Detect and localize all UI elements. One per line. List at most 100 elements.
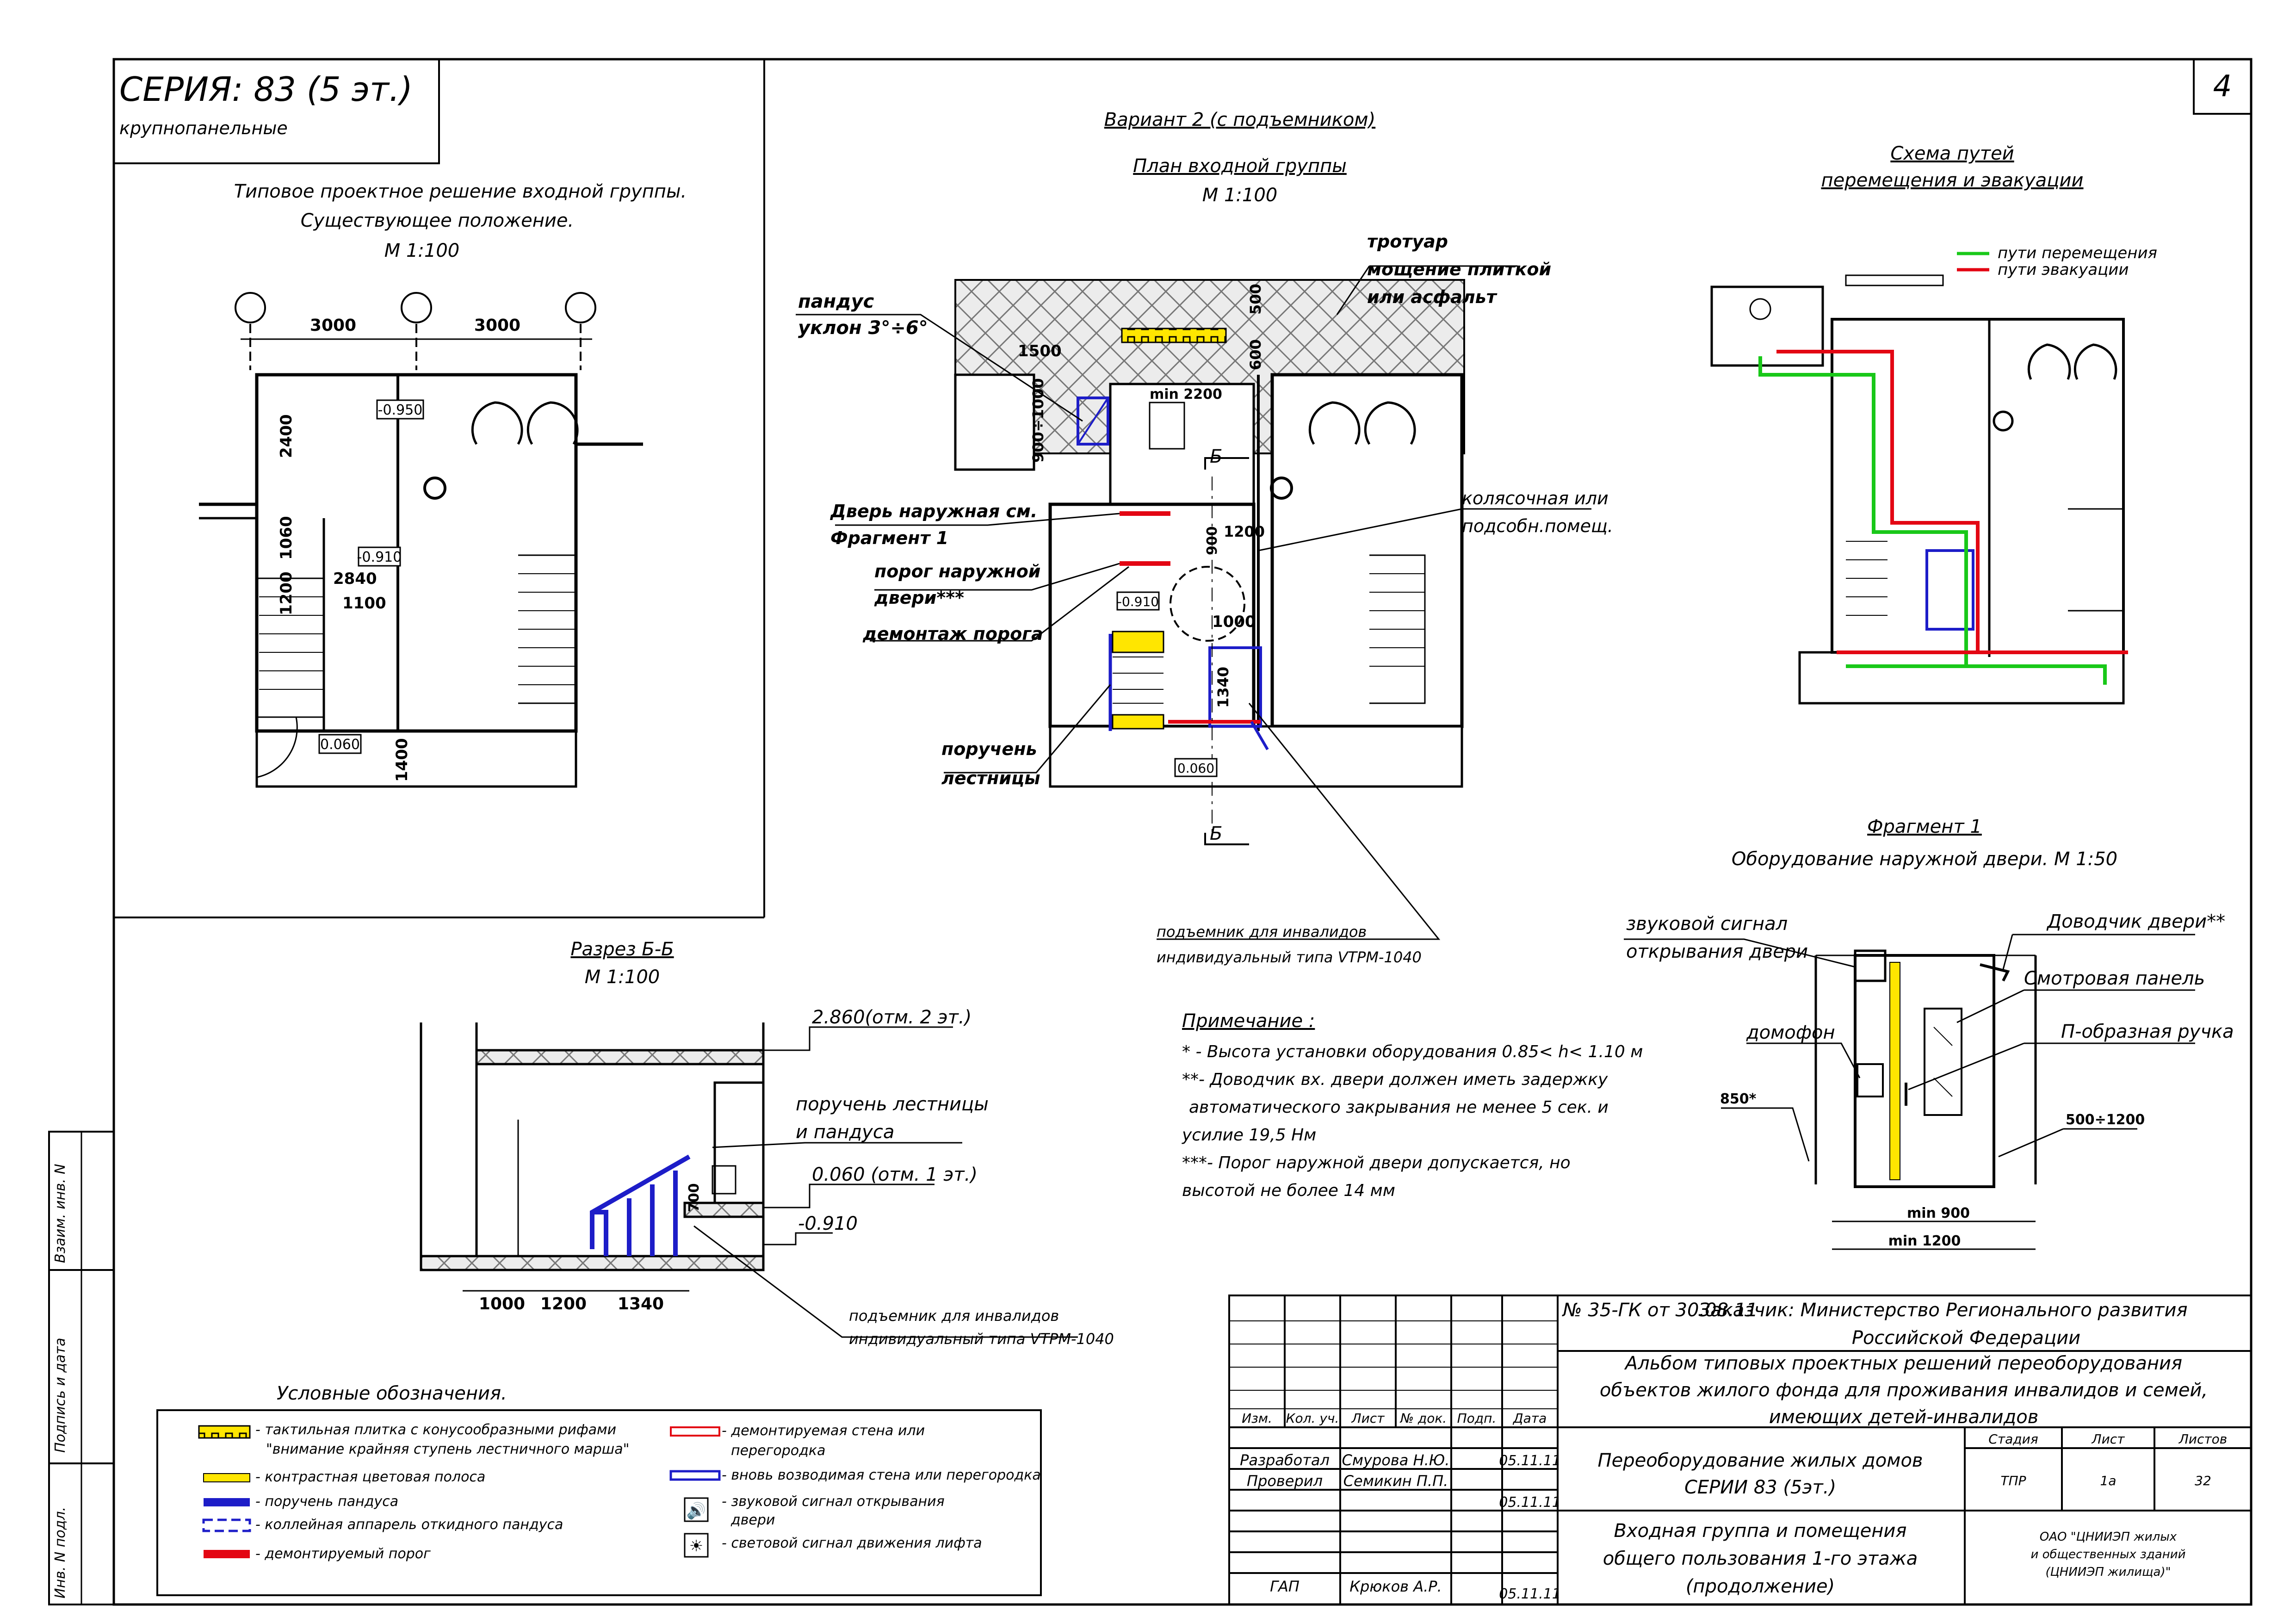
stamp-interchange: Взаим. инв. N: [52, 1164, 68, 1263]
fragment-h500: 500÷1200: [2066, 1112, 2145, 1128]
tb-album-3: имеющих детей-инвалидов: [1769, 1406, 2039, 1428]
legend-item-4: - поручень пандуса: [255, 1493, 398, 1510]
notes-heading: Примечание :: [1182, 1010, 1315, 1032]
bulb-icon: ☀: [689, 1537, 703, 1555]
stamp-signature: Подпись и дата: [52, 1338, 68, 1453]
legend-threshold-swatch: [204, 1550, 250, 1558]
section-rail-1: поручень лестницы: [796, 1094, 989, 1115]
ramp: [1077, 396, 1109, 446]
lift-platform: [1208, 646, 1262, 728]
section-rail-2: и пандуса: [796, 1121, 894, 1143]
existing-plan: Типовое проектное решение входной группы…: [199, 181, 687, 788]
existing-dim-h1: 2840: [333, 570, 377, 588]
paths-title-2: перемещения и эвакуации: [1821, 170, 2083, 191]
side-stamps: Взаим. инв. N Подпись и дата Инв. N подл…: [52, 1164, 68, 1598]
section-bb: Разрез Б-Б М 1:100 2.860(отм. 2: [420, 939, 1114, 1348]
paths-title-1: Схема путей: [1890, 143, 2014, 164]
legend: Условные обозначения. 🔊 ☀ - тактильная п…: [156, 1383, 1042, 1596]
section-lift-2: индивидуальный типа VTPM-1040: [849, 1330, 1114, 1348]
legend-item-5: - коллейная аппарель откидного пандуса: [255, 1517, 563, 1533]
legend-move-label: пути перемещения: [1998, 244, 2157, 262]
fragment-panel: Смотровая панель: [2024, 968, 2205, 989]
tactile-strip: [1121, 328, 1227, 343]
legend-contrast-swatch: [203, 1473, 250, 1482]
legend-item-12: - световой сигнал движения лифта: [722, 1535, 982, 1551]
ramp-railing: [590, 1154, 691, 1256]
lift-label-1: подъемник для инвалидов: [1157, 923, 1367, 941]
fragment-min900: min 900: [1907, 1205, 1970, 1221]
speaker-icon: 🔊: [687, 1501, 706, 1520]
tb-stage: ТПР: [2000, 1473, 2026, 1488]
tb-album-1: Альбом типовых проектных решений переобо…: [1624, 1353, 2182, 1374]
stair-rail-label-1: поручень: [941, 739, 1037, 759]
tb-org-3: (ЦНИИЭП жилища)": [2045, 1565, 2171, 1579]
variant2-scale: М 1:100: [1202, 185, 1278, 206]
tb-header-date: Дата: [1512, 1411, 1547, 1426]
tb-row3-date: 05.11.11: [1499, 1586, 1561, 1602]
stair-rail-label-2: лестницы: [941, 768, 1040, 788]
v2-dim-1500: 1500: [1018, 342, 1062, 360]
sheet-frame: [48, 58, 2253, 1606]
tb-header-doc: № док.: [1399, 1411, 1447, 1426]
tb-drawing-3: (продолжение): [1686, 1576, 1835, 1597]
fragment-min1200: min 1200: [1888, 1233, 1961, 1249]
tb-drawing-2: общего пользования 1-го этажа: [1603, 1548, 1918, 1569]
legend-title: Условные обозначения.: [277, 1383, 507, 1404]
note-1: * - Высота установки оборудования 0.85< …: [1182, 1042, 1643, 1061]
title-block: № 35-ГК от 30.08.11 Заказчик: Министерст…: [1228, 1295, 2252, 1605]
v2-dim-1340: 1340: [1214, 667, 1232, 708]
v2-dim-1000: 1000: [1212, 613, 1256, 631]
fragment-1: Фрагмент 1 Оборудование наружной двери. …: [1624, 816, 2234, 1250]
legend-item-3: - контрастная цветовая полоса: [255, 1469, 485, 1485]
note-2c: усилие 19,5 Нм: [1182, 1126, 1316, 1145]
variant2-title: Вариант 2 (с подъемником): [1104, 109, 1375, 130]
ramp-label-1: пандус: [798, 291, 874, 312]
section-mark-top: Б: [1210, 446, 1222, 467]
variant2-plan: Вариант 2 (с подъемником) План входной г…: [796, 109, 1613, 966]
section-dim-700: 700: [686, 1183, 702, 1212]
tb-contract: № 35-ГК от 30.08.11: [1562, 1300, 1758, 1321]
sidewalk-label-3: или асфальт: [1367, 287, 1498, 307]
note-3a: ***- Порог наружной двери допускается, н…: [1182, 1153, 1571, 1172]
tb-row3-name: Крюков А.Р.: [1349, 1578, 1442, 1595]
tb-header-izm: Изм.: [1242, 1411, 1272, 1426]
tb-header-kol: Кол. уч.: [1286, 1411, 1339, 1426]
tb-row2-date: 05.11.11: [1499, 1494, 1561, 1511]
section-dim-1: 1000: [479, 1295, 525, 1313]
sheet-number: 4: [2213, 69, 2232, 104]
tb-row3-role: ГАП: [1270, 1578, 1300, 1595]
v2-level-1: -0.910: [1117, 594, 1159, 609]
section-level-mid: 0.060 (отм. 1 эт.): [812, 1164, 978, 1185]
existing-dim-h2: 1100: [342, 594, 386, 613]
tb-header-sign: Подп.: [1457, 1411, 1497, 1426]
existing-dim-v2: 1060: [277, 516, 296, 560]
paths-scheme: Схема путей перемещения и эвакуации пути…: [1710, 143, 2157, 705]
fragment-h850: 850*: [1720, 1091, 1757, 1107]
tb-row1-name: Смурова Н.Ю.: [1342, 1451, 1450, 1469]
existing-dim-v3: 1200: [277, 571, 296, 615]
series-title: СЕРИЯ: 83 (5 эт.): [119, 70, 413, 109]
existing-title-1: Типовое проектное решение входной группы…: [234, 181, 687, 202]
stair-contrast-bottom: [1112, 714, 1164, 730]
section-lift-1: подъемник для инвалидов: [849, 1307, 1059, 1325]
tb-row2-name: Семикин П.П.: [1343, 1472, 1448, 1490]
section-dim-3: 1340: [618, 1295, 664, 1313]
existing-scale: М 1:100: [384, 240, 460, 261]
v2-dim-500: 500: [1247, 284, 1264, 315]
legend-item-10: - звуковой сигнал открывания: [722, 1493, 945, 1510]
section-level-low: -0.910: [798, 1213, 858, 1234]
tb-stage-header: Стадия: [1988, 1431, 2038, 1447]
ramp-label-2: уклон 3°÷6°: [798, 317, 928, 339]
threshold-label-2: двери***: [874, 588, 964, 608]
fragment-closer: Доводчик двери**: [2046, 911, 2225, 932]
sidewalk-label-2: мощение плиткой: [1367, 259, 1551, 279]
lift-label-2: индивидуальный типа VTPM-1040: [1157, 948, 1422, 966]
sheet-header: СЕРИЯ: 83 (5 эт.) крупнопанельные 4: [119, 69, 2232, 138]
existing-dim-v1: 2400: [277, 414, 296, 458]
legend-rail-swatch: [204, 1498, 250, 1506]
legend-item-8: перегородка: [731, 1443, 825, 1459]
fragment-sound-1: звуковой сигнал: [1626, 913, 1788, 935]
legend-tactile-swatch: [198, 1425, 251, 1439]
section-dim-2: 1200: [540, 1295, 587, 1313]
fragment-intercom: домофон: [1746, 1022, 1835, 1043]
